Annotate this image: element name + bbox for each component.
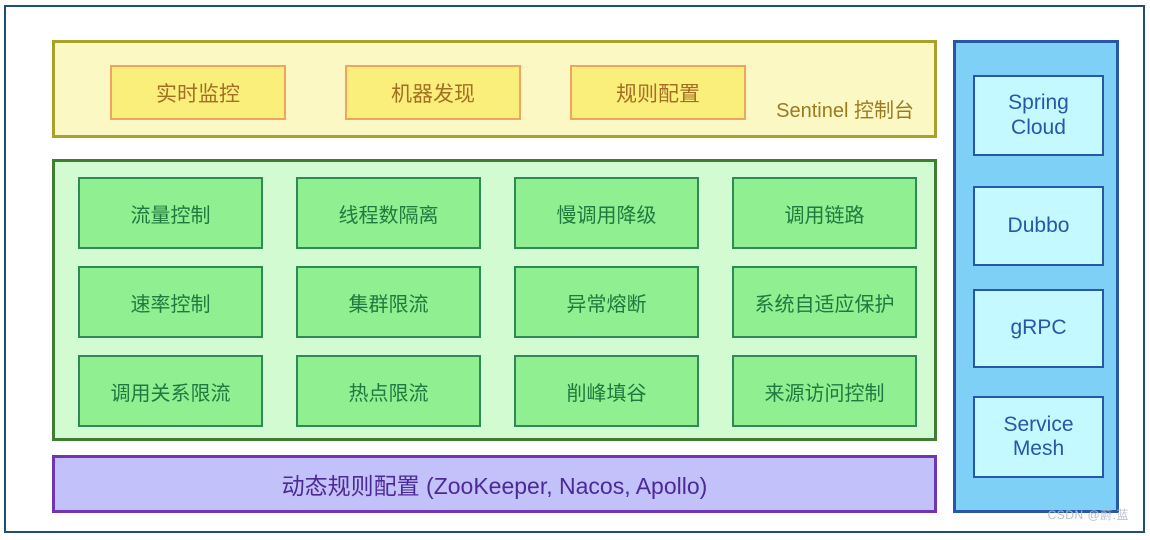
sentinel-console-label: Sentinel 控制台 (776, 100, 914, 122)
core-box-peak-shaving[interactable]: 削峰填谷 (514, 355, 699, 427)
core-box-call-chain[interactable]: 调用链路 (732, 177, 917, 249)
core-box-rate-control[interactable]: 速率控制 (78, 266, 263, 338)
core-box-thread-isolation[interactable]: 线程数隔离 (296, 177, 481, 249)
console-box-rule-config[interactable]: 规则配置 (570, 65, 746, 120)
diagram-outer-frame: 实时监控 机器发现 规则配置 Sentinel 控制台 流量控制 线程数隔离 慢… (4, 5, 1145, 533)
adapter-box-dubbo[interactable]: Dubbo (973, 186, 1104, 266)
core-feature-grid: 流量控制 线程数隔离 慢调用降级 调用链路 速率控制 集群限流 异常熔断 系统自… (78, 177, 918, 427)
core-box-cluster-flow-limit[interactable]: 集群限流 (296, 266, 481, 338)
dynamic-rules-panel[interactable]: 动态规则配置 (ZooKeeper, Nacos, Apollo) (52, 455, 937, 513)
adapter-box-grpc[interactable]: gRPC (973, 289, 1104, 368)
console-box-realtime-monitor[interactable]: 实时监控 (110, 65, 286, 120)
core-box-slow-call-degrade[interactable]: 慢调用降级 (514, 177, 699, 249)
csdn-watermark: CSDN @蔚.蓝 (1047, 508, 1129, 522)
core-box-origin-access-control[interactable]: 来源访问控制 (732, 355, 917, 427)
sentinel-console-panel: 实时监控 机器发现 规则配置 Sentinel 控制台 (52, 40, 937, 138)
sentinel-core-panel: 流量控制 线程数隔离 慢调用降级 调用链路 速率控制 集群限流 异常熔断 系统自… (52, 159, 937, 441)
core-box-hotspot-flow-limit[interactable]: 热点限流 (296, 355, 481, 427)
core-box-system-adaptive-protection[interactable]: 系统自适应保护 (732, 266, 917, 338)
core-box-call-relation-flow-limit[interactable]: 调用关系限流 (78, 355, 263, 427)
core-box-exception-circuit-breaker[interactable]: 异常熔断 (514, 266, 699, 338)
core-box-flow-control[interactable]: 流量控制 (78, 177, 263, 249)
console-box-machine-discovery[interactable]: 机器发现 (345, 65, 521, 120)
